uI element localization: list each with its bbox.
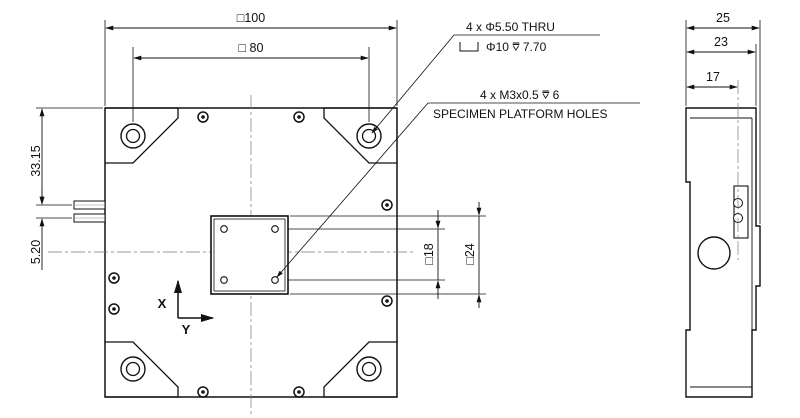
- corner-pocket-top-right: [323, 107, 397, 164]
- dimension-33-15-label: 33.15: [29, 145, 43, 176]
- platform-hole-2: [271, 225, 279, 233]
- dimension-18: □18: [288, 210, 445, 299]
- specimen-holes-note-line1: 4 x M3x0.5 ⩢ 6: [480, 88, 560, 102]
- thru-hole-bottom-right: [356, 356, 382, 382]
- dimension-25-label: 25: [716, 11, 730, 25]
- screw-bottom-2: [293, 386, 305, 398]
- screw-top-2: [293, 111, 305, 123]
- dimension-5-20-label: 5.20: [29, 240, 43, 264]
- thru-holes-note-line1: 4 x Φ5.50 THRU: [466, 20, 555, 34]
- dimension-33-15: 33.15: [29, 107, 103, 206]
- specimen-platform: [210, 215, 289, 295]
- dimension-24-label: □24: [463, 243, 477, 265]
- dimension-18-label: □18: [422, 243, 436, 265]
- dimension-24: □24: [290, 202, 486, 308]
- thru-hole-top-left: [120, 123, 146, 149]
- dimension-25: 25: [685, 11, 761, 224]
- screw-top-1: [197, 111, 209, 123]
- screw-bottom-1: [197, 386, 209, 398]
- connector-pins: [73, 200, 106, 223]
- dimension-5-20: 5.20: [29, 190, 72, 270]
- corner-pocket-top-left: [105, 107, 179, 164]
- dimension-23: 23: [686, 35, 757, 106]
- corner-pocket-bottom-left: [105, 341, 179, 398]
- side-view: [685, 80, 761, 398]
- dimension-100-label: □100: [237, 11, 265, 25]
- platform-hole-4: [271, 276, 279, 284]
- screw-left-2: [108, 303, 120, 315]
- screw-right-1: [381, 199, 393, 211]
- specimen-holes-callout: 4 x M3x0.5 ⩢ 6 SPECIMEN PLATFORM HOLES: [276, 88, 640, 278]
- platform-hole-1: [220, 225, 228, 233]
- counterbore-symbol: [459, 42, 479, 52]
- platform-hole-3: [220, 276, 228, 284]
- specimen-holes-note-line2: SPECIMEN PLATFORM HOLES: [433, 107, 607, 121]
- dimension-80: □ 80: [132, 41, 370, 122]
- x-axis-label: X: [158, 296, 167, 311]
- y-axis-label: Y: [182, 322, 191, 337]
- thru-hole-bottom-left: [120, 356, 146, 382]
- thru-holes-callout: 4 x Φ5.50 THRU Φ10 ⩢ 7.70: [371, 20, 600, 134]
- front-view: X Y: [48, 95, 415, 416]
- dimension-100: □100: [104, 11, 398, 106]
- axis-indicator: X Y: [158, 279, 215, 337]
- side-platform-slot: [733, 185, 749, 239]
- screw-left-1: [108, 272, 120, 284]
- corner-pocket-bottom-right: [323, 341, 397, 398]
- dimension-17-label: 17: [706, 70, 720, 84]
- dimension-80-label: □ 80: [239, 41, 264, 55]
- screw-right-2: [381, 295, 393, 307]
- dimension-17: 17: [686, 70, 738, 90]
- thru-holes-note-line2: Φ10 ⩢ 7.70: [486, 40, 547, 54]
- side-cable-port: [697, 236, 731, 270]
- dimension-23-label: 23: [714, 35, 728, 49]
- thru-hole-top-right: [356, 123, 382, 149]
